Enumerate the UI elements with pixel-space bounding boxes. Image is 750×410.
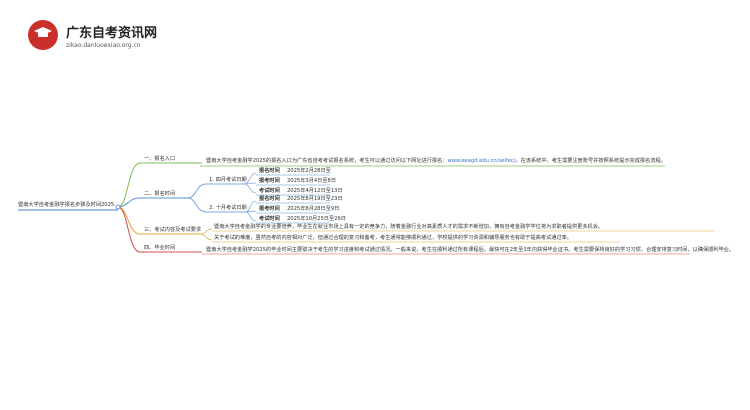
- branch-exam-content: 三、考试内容及考试要求: [144, 227, 202, 233]
- logo-subtitle: zikao.danluoexiao.org.cn: [66, 42, 141, 49]
- april-row-key: 考试时间: [259, 188, 280, 194]
- branch-registration-entry: 一、报名入口: [144, 156, 176, 162]
- branch-registration-time: 二、报名时间: [144, 191, 176, 197]
- logo-title: 广东自考资讯网: [66, 26, 158, 41]
- mindmap-root: 暨南大学自考金融学报名步骤及时间2025: [18, 202, 115, 208]
- october-row-value: 2025年10月25日至26日: [287, 216, 346, 222]
- exam-content-line: 关于考试的难度，虽然自考的内容相对广泛，但通过合理的复习和备考，考生通常能够顺利…: [214, 235, 572, 241]
- registration-entry-text-after: 。在该系统中，考生需要注册账号并按照系统提示完成报名流程。: [515, 158, 666, 164]
- branch-graduation-time: 四、毕业时间: [144, 245, 176, 251]
- april-row-value: 2025年2月28日至: [287, 168, 331, 174]
- site-logo[interactable]: 广东自考资讯网 zikao.danluoexiao.org.cn: [24, 14, 254, 54]
- registration-link[interactable]: www.eeagd.edu.cn/selfec/: [447, 158, 516, 164]
- session-april: 1. 四月考试日期: [209, 177, 247, 183]
- april-row-value: 2025年4月12日至13日: [287, 188, 343, 194]
- october-row-key: 考试时间: [259, 216, 280, 222]
- registration-entry-text: 暨南大学自考金融学2025的报名入口为广东省自考考试报名系统，考生可以通过访问以…: [206, 158, 448, 164]
- october-row-value: 2025年8月28日至9日: [287, 206, 340, 212]
- april-row-key: 报考时间: [259, 178, 280, 184]
- october-row-key: 报名时间: [259, 196, 280, 202]
- session-october: 2. 十月考试日期: [209, 205, 247, 211]
- april-row-key: 报名时间: [259, 168, 280, 174]
- october-row-value: 2025年8月19日至23日: [287, 196, 343, 202]
- april-row-value: 2025年3月4日至8日: [287, 178, 337, 184]
- exam-content-line: 暨南大学自考金融学的专业要培养，毕业生在就业市场上具有一定的竞争力，随着金融行业…: [214, 224, 604, 230]
- graduation-detail: 暨南大学自考金融学2025的毕业时间主要取决于考生的学习进度和考试通过情况。一般…: [206, 247, 735, 253]
- october-row-key: 报考时间: [259, 206, 280, 212]
- graduation-cap-icon: [34, 27, 52, 37]
- registration-entry-detail: 暨南大学自考金融学2025的报名入口为广东省自考考试报名系统，考生可以通过访问以…: [206, 158, 666, 165]
